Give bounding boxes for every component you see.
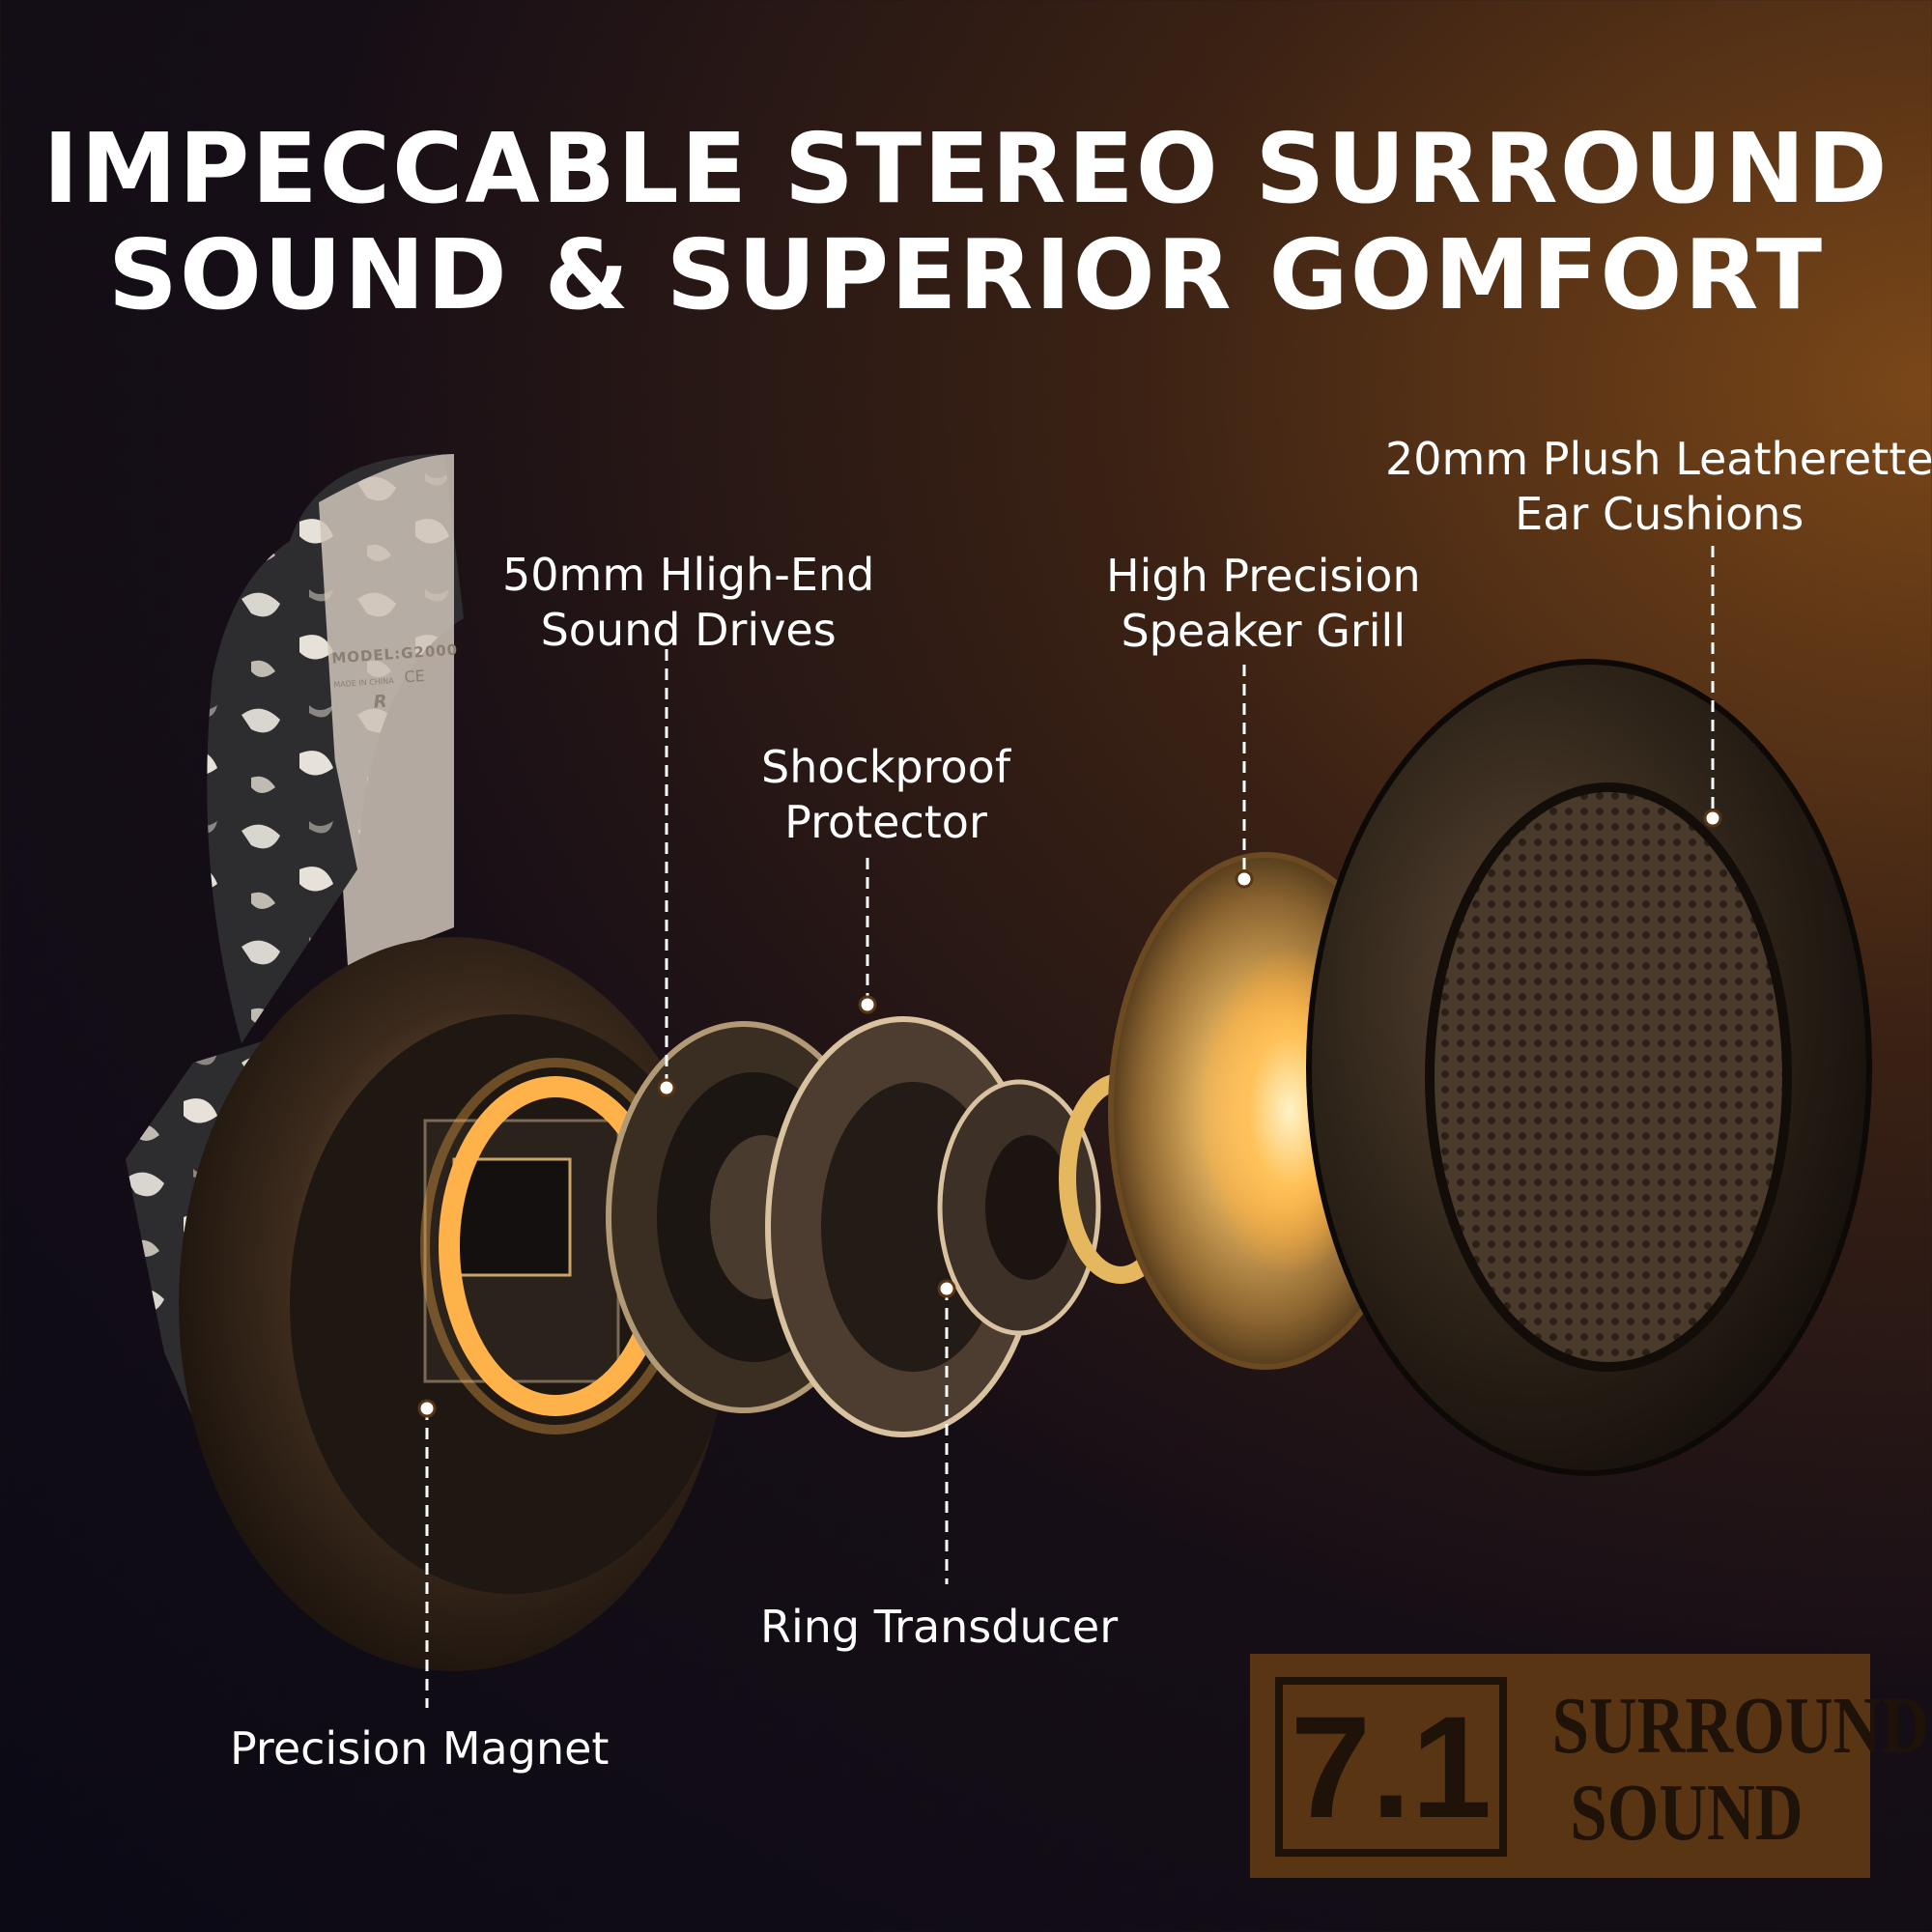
callout-ring-transducer-text: Ring Transducer	[760, 1601, 1119, 1653]
headline: IMPECCABLE STEREO SURROUND SOUND & SUPER…	[0, 116, 1932, 328]
callout-dots	[417, 809, 1722, 1418]
callout-ear-cushions-line-2: Ear Cushions	[1515, 488, 1804, 540]
badge-line-2: SOUND	[1570, 1768, 1804, 1858]
callout-sound-drives-line-2: Sound Drives	[540, 604, 837, 656]
badge-line-1: SURROUND	[1551, 1681, 1929, 1771]
callout-leaders	[425, 546, 1715, 1708]
cert-marking: CE	[403, 666, 426, 687]
callout-ear-cushions-line-1: 20mm Plush Leatherette	[1385, 433, 1932, 485]
callout-sound-drives: 50mm Hligh-End Sound Drives	[502, 548, 874, 658]
surround-sound-badge: 7.1 SURROUND SOUND	[1250, 1654, 1929, 1878]
callout-sound-drives-line-1: 50mm Hligh-End	[502, 549, 875, 601]
callout-speaker-grill: High Precision Speaker Grill	[1106, 549, 1421, 659]
ear-cup-shell	[126, 937, 734, 1671]
badge-number: 7.1	[1275, 1677, 1507, 1857]
callout-shockproof-line-1: Shockproof	[761, 741, 1011, 793]
callout-shockproof-protector: Shockproof Protector	[761, 740, 1010, 850]
callout-ring-transducer: Ring Transducer	[760, 1600, 1118, 1655]
product-markings: MODEL:G2000 MADE IN CHINA CE R	[331, 640, 461, 716]
callout-precision-magnet-text: Precision Magnet	[230, 1722, 610, 1775]
callout-precision-magnet: Precision Magnet	[230, 1721, 609, 1776]
headline-line-1: IMPECCABLE STEREO SURROUND	[43, 112, 1889, 225]
callout-shockproof-line-2: Protector	[784, 796, 987, 848]
ear-cushion	[1306, 659, 1872, 1476]
callout-speaker-grill-line-2: Speaker Grill	[1121, 605, 1406, 657]
headline-line-2: SOUND & SUPERIOR GOMFORT	[107, 218, 1825, 331]
headband	[207, 454, 464, 1043]
callout-ear-cushions: 20mm Plush Leatherette Ear Cushions	[1385, 432, 1932, 542]
callout-speaker-grill-line-1: High Precision	[1106, 550, 1421, 602]
origin-marking: MADE IN CHINA	[333, 676, 394, 690]
badge-text: SURROUND SOUND	[1551, 1681, 1929, 1858]
